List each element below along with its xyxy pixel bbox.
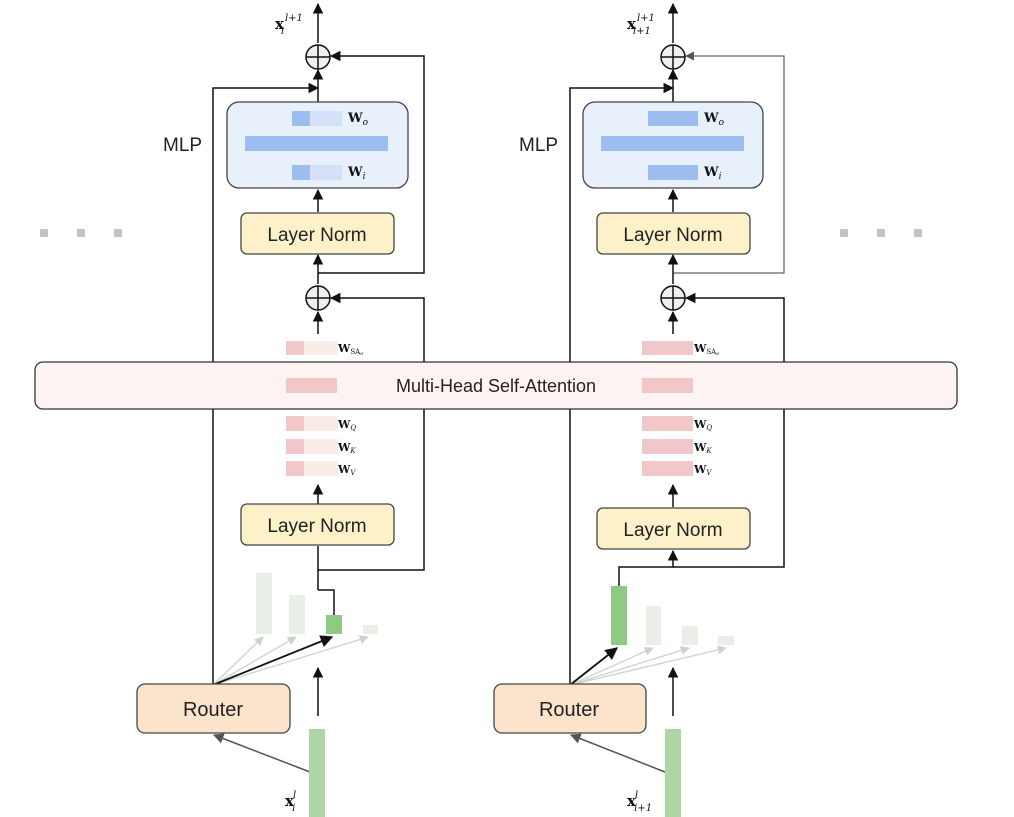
right-residual-attn bbox=[673, 292, 785, 568]
right-w-i-label: Wi bbox=[703, 165, 722, 182]
left-layer-norm-bottom-label: Layer Norm bbox=[267, 516, 366, 537]
left-layer-norm-bottom bbox=[240, 503, 395, 546]
right-layer-norm-top-label: Layer Norm bbox=[623, 225, 722, 246]
left-expert-2 bbox=[289, 595, 305, 634]
left-expert-3-selected bbox=[326, 615, 342, 634]
left-residual-mlp bbox=[318, 50, 425, 274]
right-w-o-label: Wo bbox=[703, 111, 725, 128]
mhsa-right-head bbox=[642, 378, 693, 393]
left-input-token bbox=[309, 729, 325, 817]
left-layer-norm-top-label: Layer Norm bbox=[267, 225, 366, 246]
right-layer-norm-bottom-label: Layer Norm bbox=[623, 520, 722, 541]
left-residual-attn bbox=[318, 292, 425, 571]
left-w-i-label: Wi bbox=[347, 165, 366, 182]
right-expert-1-selected bbox=[611, 586, 627, 645]
left-mlp-label: MLP bbox=[163, 135, 202, 156]
right-residual-mlp bbox=[673, 51, 785, 274]
right-w-q-label: WQ bbox=[693, 418, 712, 432]
right-w-sa-label: WSAo bbox=[693, 342, 719, 357]
right-w-k-label: WK bbox=[693, 441, 712, 455]
left-output-add bbox=[305, 44, 331, 70]
right-expert-3 bbox=[682, 626, 698, 645]
left-ellipsis bbox=[40, 229, 122, 237]
left-w-o-label: Wo bbox=[347, 111, 369, 128]
right-block: Wo Wi MLP Layer Norm WSAo WQ WK WV Layer… bbox=[493, 2, 785, 817]
left-attn-add bbox=[305, 285, 331, 311]
mhsa-box bbox=[34, 361, 958, 410]
left-w-k-label: WK bbox=[337, 441, 356, 455]
left-w-q-label: WQ bbox=[337, 418, 356, 432]
mhsa-label: Multi-Head Self-Attention bbox=[396, 376, 596, 396]
right-router-label: Router bbox=[539, 699, 599, 721]
right-ellipsis bbox=[840, 229, 922, 237]
left-block: Wo Wi MLP Layer Norm WSAo WQ WK WV Layer… bbox=[136, 2, 425, 817]
right-expert-4 bbox=[718, 636, 734, 645]
left-router-label: Router bbox=[183, 699, 243, 721]
mhsa-block: Multi-Head Self-Attention bbox=[34, 361, 958, 410]
left-expert-4 bbox=[363, 625, 378, 634]
right-output-add bbox=[660, 44, 686, 70]
right-attn-add bbox=[660, 285, 686, 311]
right-residual-outer bbox=[569, 82, 675, 685]
right-layer-norm-bottom bbox=[596, 507, 751, 550]
right-w-v-label: WV bbox=[693, 463, 712, 477]
right-expert-2 bbox=[646, 606, 661, 645]
right-mlp-hidden bbox=[601, 136, 744, 151]
left-mlp-hidden bbox=[245, 136, 388, 151]
right-mlp-weight-out bbox=[648, 111, 698, 126]
left-w-sa-label: WSAo bbox=[337, 342, 363, 357]
mhsa-left-head bbox=[286, 378, 337, 393]
right-input-token bbox=[665, 729, 681, 817]
left-layer-norm-top bbox=[240, 212, 395, 255]
right-mlp-label: MLP bbox=[519, 135, 558, 156]
left-router bbox=[136, 683, 291, 734]
left-residual-outer bbox=[212, 82, 320, 685]
right-layer-norm-top bbox=[596, 212, 751, 255]
right-router bbox=[493, 683, 647, 734]
right-mlp-weight-in bbox=[648, 165, 698, 180]
left-w-v-label: WV bbox=[337, 463, 356, 477]
left-expert-1 bbox=[256, 573, 272, 634]
